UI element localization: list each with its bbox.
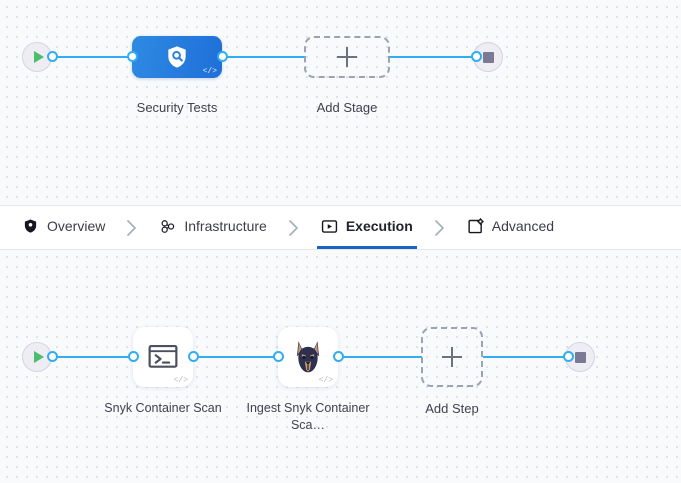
add-stage-button[interactable]: [304, 36, 390, 78]
step2-output-port[interactable]: [333, 351, 344, 362]
step1-code-badge: </>: [173, 376, 188, 385]
step2-code-badge: </>: [318, 376, 333, 385]
tab-infrastructure-label: Infrastructure: [184, 218, 267, 234]
tab-infrastructure[interactable]: Infrastructure: [155, 206, 270, 249]
step-node-ingest-snyk-container-scan[interactable]: </>: [278, 327, 338, 387]
terminal-icon: [148, 344, 178, 368]
wire-start-to-step1: [50, 356, 136, 358]
step1-input-port[interactable]: [128, 351, 139, 362]
stage-code-badge: </>: [202, 67, 217, 76]
shield-search-icon: [168, 46, 186, 68]
wire-step2-to-addstep: [338, 356, 422, 358]
wire-addstep-to-stop: [483, 356, 569, 358]
shield-icon: [22, 218, 39, 235]
stage-node-security-tests[interactable]: </>: [132, 36, 222, 78]
stage-label: Security Tests: [136, 100, 218, 115]
add-stage-label: Add Stage: [316, 100, 378, 115]
wire-stage-to-addstage: [222, 56, 306, 58]
step-node-snyk-container-scan[interactable]: </>: [133, 327, 193, 387]
add-step-label: Add Step: [425, 401, 479, 416]
tab-execution-label: Execution: [345, 218, 413, 234]
nodes-icon: [159, 218, 176, 235]
add-step-button[interactable]: [421, 327, 483, 387]
wire-addstage-to-stop: [388, 56, 476, 58]
execution-stop-input-port[interactable]: [563, 351, 574, 362]
step-canvas[interactable]: </> Snyk Container Scan </> Ingest Sny: [0, 250, 681, 483]
execution-start-output-port[interactable]: [47, 351, 58, 362]
tab-separator-2: [271, 206, 317, 249]
step1-output-port[interactable]: [188, 351, 199, 362]
stop-icon: [574, 351, 586, 363]
tab-execution[interactable]: Execution: [316, 206, 417, 249]
step2-input-port[interactable]: [273, 351, 284, 362]
tab-advanced[interactable]: Advanced: [463, 206, 558, 249]
start-node-output-port[interactable]: [47, 51, 58, 62]
play-icon: [33, 51, 44, 63]
play-icon: [33, 351, 44, 363]
box-gear-icon: [467, 217, 484, 235]
plus-icon: [442, 347, 462, 367]
stage-canvas[interactable]: </> Security Tests Add Stage: [0, 0, 681, 205]
wire-step1-to-step2: [193, 356, 281, 358]
stage-input-port[interactable]: [127, 51, 138, 62]
tab-separator-1: [109, 206, 155, 249]
tab-overview-label: Overview: [47, 218, 106, 234]
pipeline-tab-bar[interactable]: Overview Infrastructure Execution: [0, 205, 681, 250]
tab-advanced-label: Advanced: [491, 218, 555, 234]
wire-start-to-stage: [50, 56, 135, 58]
doberman-dog-icon: [296, 341, 320, 373]
play-box-icon: [321, 218, 338, 235]
step1-label: Snyk Container Scan: [104, 401, 222, 415]
plus-icon: [337, 47, 357, 67]
stop-icon: [482, 51, 494, 63]
step2-label: Ingest Snyk Container Sca…: [246, 401, 370, 432]
stage-output-port[interactable]: [217, 51, 228, 62]
tab-separator-3: [417, 206, 463, 249]
stop-node-input-port[interactable]: [471, 51, 482, 62]
tab-overview[interactable]: Overview: [18, 206, 109, 249]
